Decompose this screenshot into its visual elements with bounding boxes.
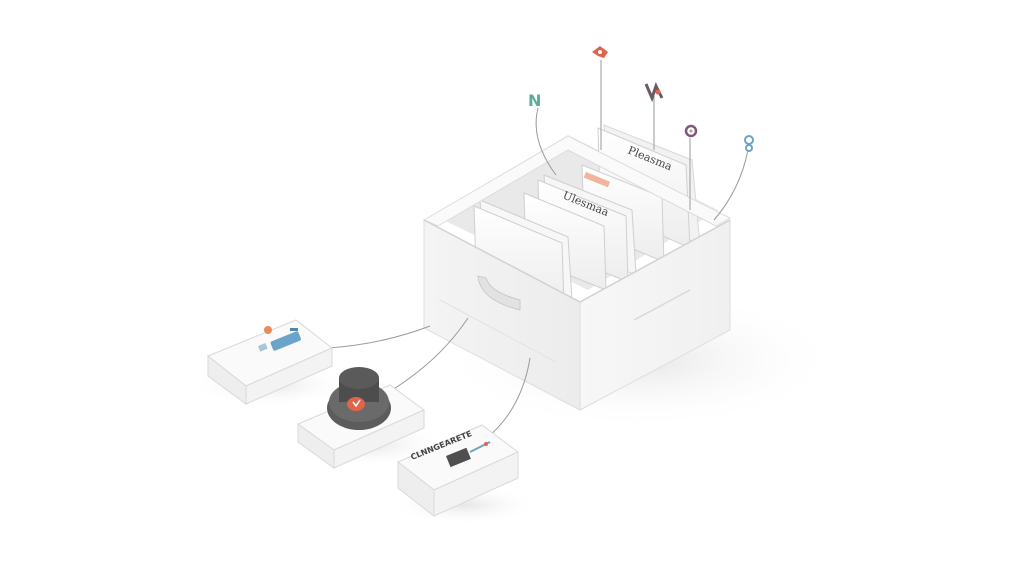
box-handle[interactable] — [477, 275, 521, 311]
box-rim-edge — [423, 219, 731, 303]
card-wire — [325, 325, 431, 349]
file-box: Pleasma Ulesmaa — [422, 124, 732, 411]
device-icon — [446, 441, 491, 468]
teal-letter-icon: N — [528, 91, 541, 110]
dark-letter-icon — [644, 82, 664, 103]
coral-tag-icon — [592, 46, 608, 58]
card-app-preview[interactable] — [207, 319, 333, 405]
box-front-seam — [439, 299, 557, 363]
svg-text:N: N — [528, 91, 541, 110]
box-side-slot — [633, 289, 691, 321]
wire — [535, 107, 557, 176]
card-button-base[interactable] — [296, 367, 425, 469]
floating-icons: N — [528, 46, 754, 221]
orange-tab — [583, 172, 611, 188]
wire — [713, 149, 749, 221]
app-preview-icon — [258, 326, 301, 352]
record-button-icon[interactable] — [327, 367, 391, 430]
box-rim — [422, 135, 732, 227]
card-wire — [391, 317, 469, 391]
blue-circle-icon — [744, 135, 754, 152]
plum-drop-icon — [684, 124, 698, 138]
